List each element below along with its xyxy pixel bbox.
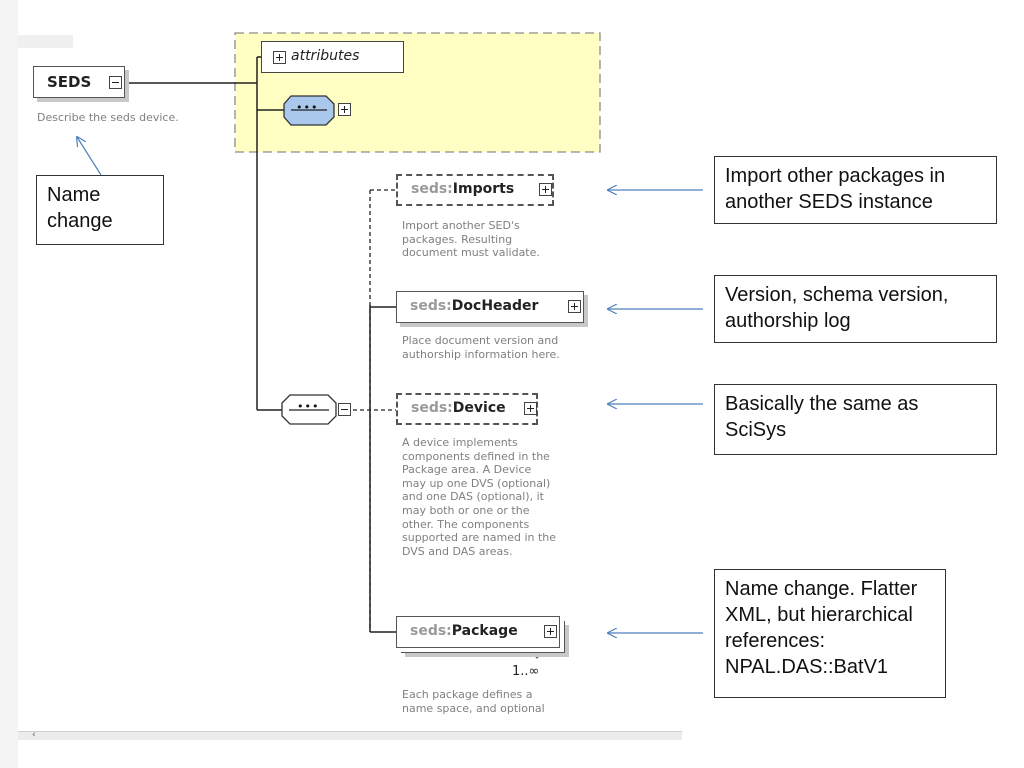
package-cardinality: 1..∞ [512, 664, 540, 679]
arrow-name-change [77, 137, 102, 176]
element-imports-label: seds:Imports [411, 181, 515, 197]
device-expand-toggle[interactable] [524, 402, 537, 415]
window-left-margin [0, 0, 18, 768]
element-device[interactable]: seds:Device [396, 393, 538, 425]
docheader-expand-toggle[interactable] [568, 300, 581, 313]
attributes-label: attributes [291, 48, 360, 64]
viewer-header-strip [18, 35, 73, 48]
package-cardinality-notch [529, 650, 545, 659]
sequence-bottom-collapse-toggle[interactable] [338, 403, 351, 416]
callout-name-change: Name change [36, 175, 164, 245]
sequence-bottom-glyph: ••• [297, 400, 320, 413]
root-element-name: SEDS [47, 73, 92, 91]
element-docheader-label: seds:DocHeader [410, 298, 539, 314]
element-device-label: seds:Device [411, 400, 506, 416]
device-documentation: A device implements components defined i… [402, 436, 557, 558]
element-imports[interactable]: seds:Imports [396, 174, 554, 206]
package-documentation: Each package defines a name space, and o… [402, 688, 545, 715]
attributes-expand-toggle[interactable] [273, 51, 286, 64]
viewer-bottom-scrollbar[interactable]: ‹ [18, 730, 682, 740]
attributes-box[interactable]: attributes [261, 41, 404, 73]
imports-expand-toggle[interactable] [539, 183, 552, 196]
callout-imports: Import other packages in another SEDS in… [714, 156, 997, 224]
imports-documentation: Import another SED's packages. Resulting… [402, 219, 540, 260]
element-docheader[interactable]: seds:DocHeader [396, 291, 584, 323]
callout-package: Name change. Flatter XML, but hierarchic… [714, 569, 946, 698]
package-expand-toggle[interactable] [544, 625, 557, 638]
sequence-top-expand-toggle[interactable] [338, 103, 351, 116]
docheader-documentation: Place document version and authorship in… [402, 334, 560, 361]
callout-device: Basically the same as SciSys [714, 384, 997, 455]
root-collapse-toggle[interactable] [109, 76, 122, 89]
callout-docheader: Version, schema version, authorship log [714, 275, 997, 343]
sequence-top-glyph: ••• [296, 101, 319, 114]
scroll-left-icon[interactable]: ‹ [32, 730, 36, 740]
element-package[interactable]: seds:Package [396, 616, 560, 648]
root-documentation: Describe the seds device. [37, 111, 179, 124]
element-package-label: seds:Package [410, 623, 518, 639]
